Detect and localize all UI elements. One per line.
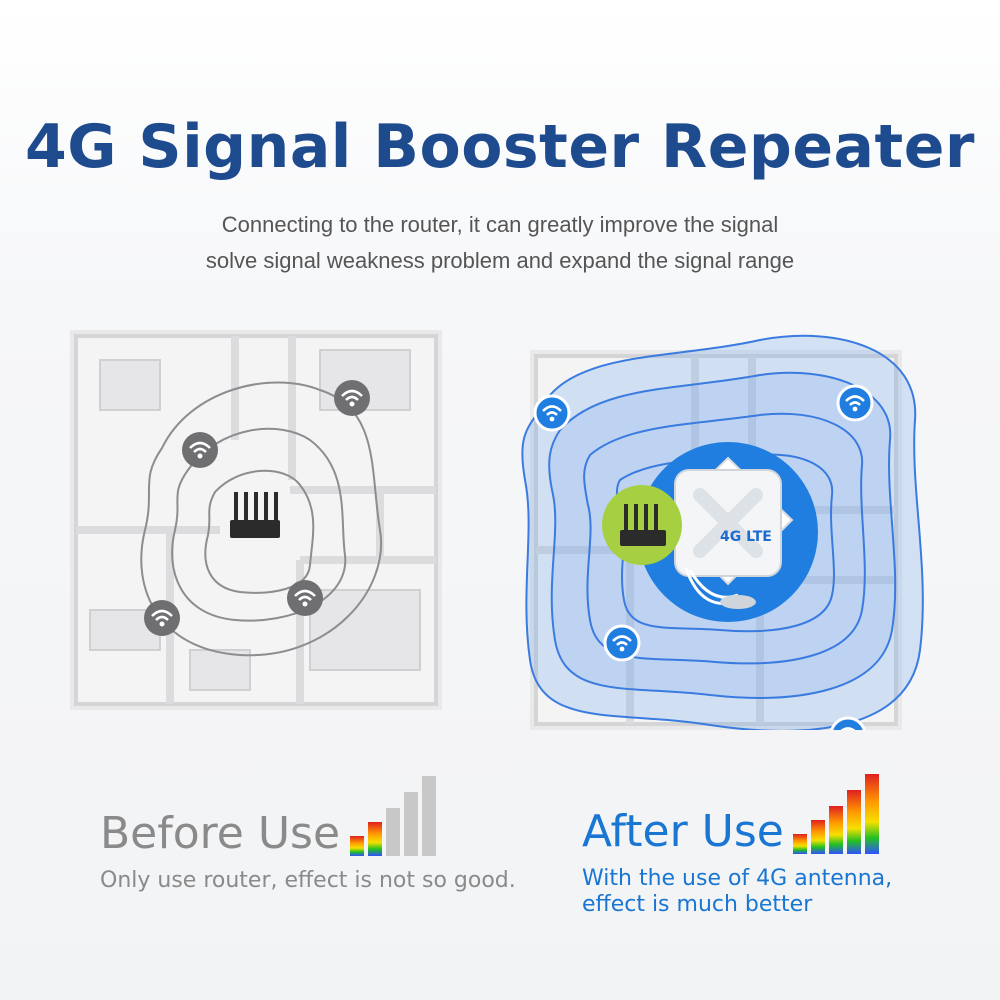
wifi-icon: [334, 380, 370, 416]
antenna-logo: 4G LTE: [720, 529, 772, 545]
wifi-icon: [287, 580, 323, 616]
subtitle-line-1: Connecting to the router, it can greatly…: [221, 212, 779, 237]
after-title: After Use: [582, 806, 784, 857]
after-floorplan: 4G LTE: [521, 330, 924, 730]
wifi-icon: [533, 394, 571, 432]
router-icon: [602, 485, 682, 565]
after-caption-line-2: effect is much better: [582, 892, 813, 917]
wifi-icon: [603, 624, 641, 662]
signal-bars-icon: [793, 772, 883, 863]
wifi-icon: [830, 716, 866, 730]
page-title: 4G Signal Booster Repeater: [24, 112, 975, 182]
before-caption: Only use router, effect is not so good.: [100, 868, 516, 893]
subtitle-line-2: solve signal weakness problem and expand…: [205, 248, 795, 273]
before-floorplan: [70, 330, 442, 710]
before-title: Before Use: [100, 808, 341, 859]
signal-bars-icon: [350, 774, 440, 865]
wifi-icon: [182, 432, 218, 468]
after-caption: With the use of 4G antenna, effect is mu…: [582, 866, 942, 918]
antenna-icon: 4G LTE: [638, 442, 818, 622]
after-caption-line-1: With the use of 4G antenna,: [582, 866, 893, 891]
wifi-icon: [144, 600, 180, 636]
router-icon: [230, 492, 280, 538]
wifi-icon: [836, 384, 874, 422]
